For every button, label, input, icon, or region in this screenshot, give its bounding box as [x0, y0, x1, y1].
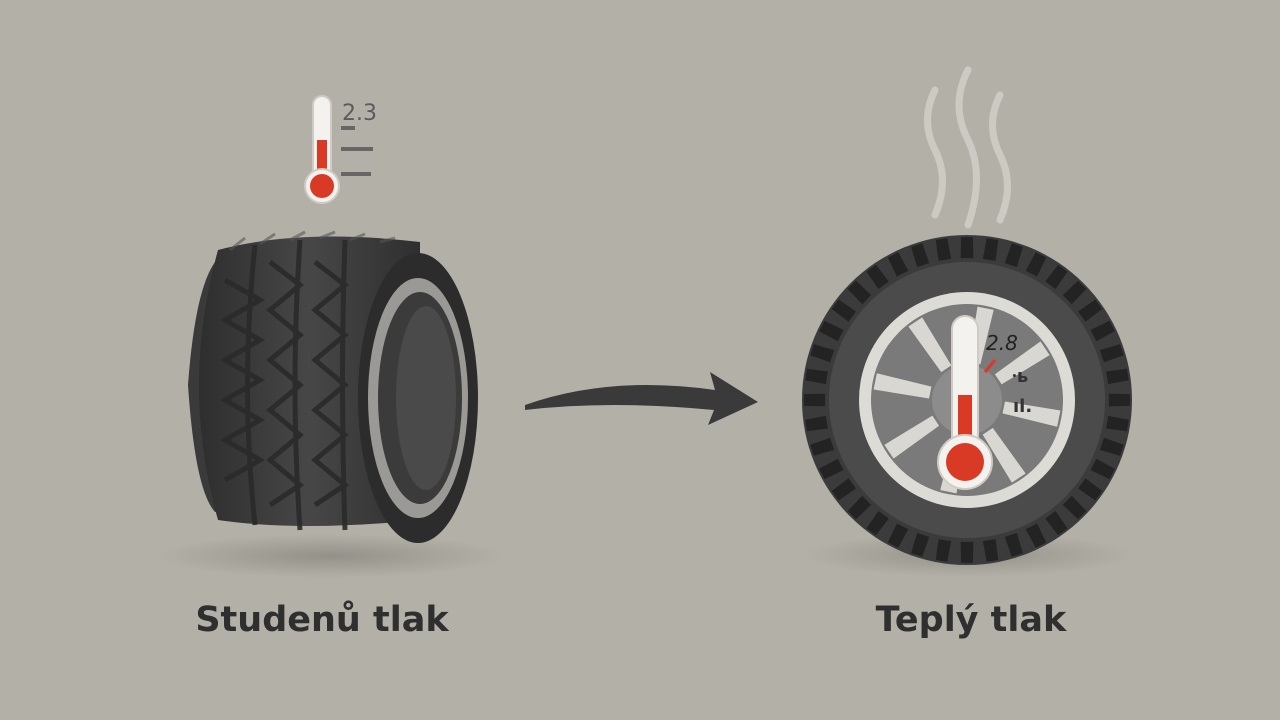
tread-block	[831, 478, 856, 501]
tread-block	[935, 539, 952, 562]
tread-block	[887, 252, 909, 277]
wheel-spoke	[908, 317, 952, 373]
wheel-spoke	[982, 427, 1026, 483]
tread-block	[1106, 415, 1129, 432]
tread-block	[1099, 344, 1124, 363]
tread-block	[887, 523, 909, 548]
wheel-spoke	[1002, 401, 1061, 427]
tread-block	[866, 511, 889, 536]
tread-block	[1025, 523, 1047, 548]
tread-block	[847, 495, 872, 520]
svg-text:ıl.: ıl.	[1013, 396, 1032, 417]
tread-block	[1099, 437, 1124, 456]
steam-icon	[924, 66, 1011, 229]
tread-block	[1106, 368, 1129, 385]
tread-block	[1078, 299, 1103, 322]
tread-block	[819, 320, 844, 342]
cold-pressure-reading: 2.3	[342, 101, 377, 126]
tread-block	[1045, 511, 1068, 536]
tread-block	[1062, 495, 1087, 520]
warm-tire-group: ⸱ь ıl. 2.8	[802, 66, 1133, 577]
tread-block	[1090, 320, 1115, 342]
cold-tire-icon	[188, 230, 478, 543]
tread-block	[1090, 458, 1115, 480]
warm-thermometer-icon: ⸱ь ıl.	[937, 315, 1032, 490]
transition-arrow-icon	[525, 372, 758, 425]
wheel-spoke	[994, 341, 1050, 385]
tread-block	[805, 368, 828, 385]
tread-block	[810, 437, 835, 456]
tread-block	[1025, 252, 1047, 277]
tread-block	[1108, 393, 1130, 407]
tread-block	[819, 458, 844, 480]
tread-block	[847, 280, 872, 305]
cold-pressure-label: Studenů tlak	[195, 600, 449, 640]
tread-block	[1004, 243, 1023, 268]
tread-block	[982, 238, 999, 261]
cold-tire-shadow	[155, 534, 505, 578]
tread-block	[1062, 280, 1087, 305]
tread-block	[1078, 478, 1103, 501]
tread-block	[866, 264, 889, 289]
tread-block	[1004, 532, 1023, 557]
tread-block	[960, 237, 974, 259]
warm-tire-tread	[804, 237, 1130, 563]
tread-block	[831, 299, 856, 322]
tread-block	[804, 393, 826, 407]
cold-thermometer-icon	[304, 95, 373, 204]
tread-block	[810, 344, 835, 363]
tread-block	[911, 243, 930, 268]
tread-block	[982, 539, 999, 562]
tread-block	[1045, 264, 1068, 289]
tread-block	[960, 541, 974, 563]
cold-tire-group: 2.3	[155, 95, 505, 578]
warm-pressure-reading: 2.8	[986, 331, 1018, 355]
tread-block	[805, 415, 828, 432]
wheel-spoke	[873, 373, 932, 399]
cold-tire-tread	[219, 239, 350, 531]
svg-text:⸱ь: ⸱ь	[1012, 366, 1028, 387]
tread-block	[911, 532, 930, 557]
tread-block	[935, 238, 952, 261]
warm-tire-icon	[802, 235, 1132, 565]
wheel-spoke	[884, 415, 940, 459]
warm-pressure-label: Teplý tlak	[875, 600, 1067, 640]
